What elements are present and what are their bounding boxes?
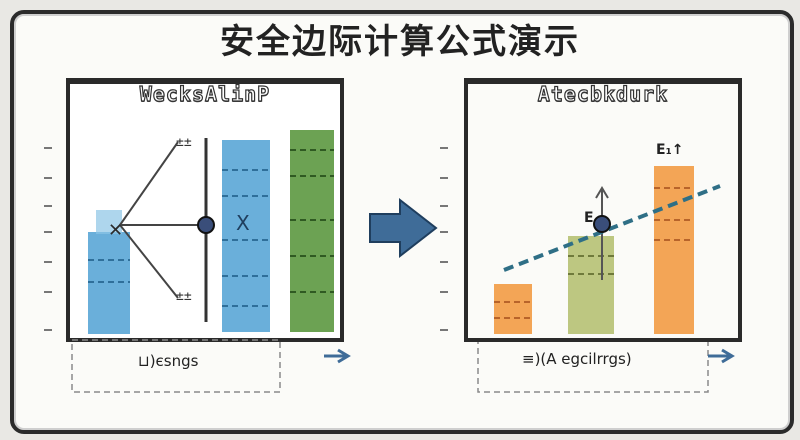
orange-bar-tall — [654, 166, 694, 334]
left-caption-box — [71, 339, 281, 393]
right-caption: ≡)(A egcilrrgs) — [522, 350, 632, 368]
left-small-x-label: ✕ — [108, 220, 123, 241]
blue-bar-small — [88, 210, 130, 334]
left-node — [197, 216, 215, 234]
green-bar-tall — [290, 130, 334, 332]
left-top-marks: ±± — [176, 135, 192, 150]
khaki-bar-middle — [568, 236, 614, 334]
right-panel-heading: Atecbkdurk — [537, 81, 669, 106]
right-axis-ticks — [440, 147, 448, 331]
page-title: 安全边际计算公式演示 — [220, 22, 580, 62]
right-label-e1: E₁↑ — [656, 142, 683, 158]
connector-lines — [119, 141, 200, 299]
right-up-arrow-icon — [595, 186, 609, 199]
right-caption-arrow-icon — [708, 348, 735, 364]
left-bottom-marks: ±± — [176, 289, 192, 304]
right-node — [593, 215, 611, 233]
left-panel-heading: WecksAlinP — [139, 81, 271, 106]
right-panel: Atecbkdurk — [464, 78, 742, 342]
blue-bar-tall — [222, 140, 270, 332]
trend-line — [503, 184, 721, 272]
left-axis-ticks — [44, 147, 52, 331]
big-right-arrow-icon — [369, 197, 438, 259]
left-caption-arrow-icon — [324, 348, 351, 364]
right-label-e: E — [584, 210, 594, 226]
left-bar-x-label: X — [236, 211, 250, 235]
left-caption: ⊔)єsngs — [138, 352, 199, 370]
orange-bar-small — [494, 284, 532, 334]
